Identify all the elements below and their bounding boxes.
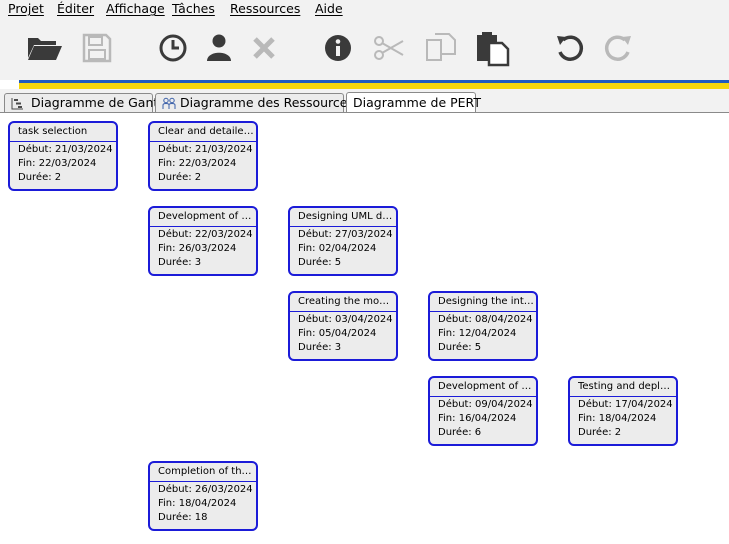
- pert-node[interactable]: Clear and detailed ... Début: 21/03/2024…: [148, 121, 258, 191]
- node-duration: Durée: 2: [158, 172, 202, 183]
- node-end: Fin: 02/04/2024: [298, 243, 377, 254]
- node-start: Début: 08/04/2024: [438, 314, 533, 325]
- node-title: Development of the...: [158, 211, 254, 222]
- menu-aide[interactable]: Aide: [315, 1, 343, 16]
- tab-divider: [0, 112, 729, 113]
- open-project-button[interactable]: [24, 28, 64, 68]
- pert-node[interactable]: Completion of the r... Début: 26/03/2024…: [148, 461, 258, 531]
- undo-button[interactable]: [550, 28, 590, 68]
- node-start: Début: 26/03/2024: [158, 484, 253, 495]
- clock-icon: [159, 34, 187, 62]
- node-title: task selection: [18, 126, 88, 137]
- brand-stripe-yellow: [19, 83, 729, 89]
- node-duration: Durée: 18: [158, 512, 208, 523]
- menu-editer[interactable]: Éditer: [57, 1, 95, 16]
- node-divider: [570, 396, 676, 397]
- node-start: Début: 22/03/2024: [158, 229, 253, 240]
- copy-button[interactable]: [421, 28, 461, 68]
- resources-icon: [162, 97, 176, 109]
- node-end: Fin: 18/04/2024: [158, 498, 237, 509]
- pert-node[interactable]: Testing and deploy... Début: 17/04/2024 …: [568, 376, 678, 446]
- menu-taches[interactable]: Tâches: [172, 1, 215, 16]
- node-start: Début: 03/04/2024: [298, 314, 393, 325]
- node-duration: Durée: 2: [18, 172, 62, 183]
- undo-icon: [557, 35, 583, 61]
- node-duration: Durée: 5: [298, 257, 342, 268]
- tab-pert[interactable]: Diagramme de PERT: [346, 92, 481, 113]
- tab-gantt[interactable]: Diagramme de Gantt: [4, 93, 163, 112]
- menu-affichage[interactable]: Affichage: [106, 1, 165, 16]
- gantt-icon: [11, 98, 23, 110]
- node-start: Début: 17/04/2024: [578, 399, 673, 410]
- new-task-button[interactable]: [153, 28, 193, 68]
- tab-resources[interactable]: Diagramme des Ressources: [155, 93, 354, 112]
- open-folder-icon: [28, 38, 62, 60]
- menu-ressources[interactable]: Ressources: [230, 1, 301, 16]
- tab-gantt-label: Diagramme de Gantt: [31, 95, 164, 110]
- node-title: Clear and detailed ...: [158, 126, 254, 137]
- redo-button[interactable]: [598, 28, 638, 68]
- delete-icon: [253, 37, 275, 59]
- pert-node[interactable]: task selection Début: 21/03/2024 Fin: 22…: [8, 121, 118, 191]
- node-end: Fin: 16/04/2024: [438, 413, 517, 424]
- node-end: Fin: 22/03/2024: [158, 158, 237, 169]
- new-resource-button[interactable]: [199, 28, 239, 68]
- node-end: Fin: 05/04/2024: [298, 328, 377, 339]
- node-title: Development of the...: [438, 381, 534, 392]
- user-icon: [207, 34, 231, 61]
- node-divider: [150, 226, 256, 227]
- toolbar: [0, 18, 729, 80]
- delete-button[interactable]: [244, 28, 284, 68]
- node-start: Début: 21/03/2024: [158, 144, 253, 155]
- menu-projet[interactable]: Projet: [8, 1, 44, 16]
- pert-node[interactable]: Creating the mocku... Début: 03/04/2024 …: [288, 291, 398, 361]
- node-divider: [150, 141, 256, 142]
- node-title: Designing the inter...: [438, 296, 534, 307]
- node-divider: [150, 481, 256, 482]
- redo-icon: [605, 35, 631, 61]
- node-end: Fin: 18/04/2024: [578, 413, 657, 424]
- node-duration: Durée: 5: [438, 342, 482, 353]
- tab-resources-label: Diagramme des Ressources: [180, 95, 354, 110]
- node-start: Début: 21/03/2024: [18, 144, 113, 155]
- copy-icon: [426, 33, 456, 61]
- node-start: Début: 27/03/2024: [298, 229, 393, 240]
- menu-bar: Projet Éditer Affichage Tâches Ressource…: [0, 0, 729, 18]
- node-title: Creating the mocku...: [298, 296, 394, 307]
- brand-stripe-blue: [19, 80, 729, 83]
- node-title: Completion of the r...: [158, 466, 254, 477]
- node-divider: [290, 311, 396, 312]
- pert-node[interactable]: Designing the inter... Début: 08/04/2024…: [428, 291, 538, 361]
- properties-button[interactable]: [318, 28, 358, 68]
- save-button[interactable]: [77, 28, 117, 68]
- node-end: Fin: 26/03/2024: [158, 243, 237, 254]
- node-title: Testing and deploy...: [578, 381, 674, 392]
- node-duration: Durée: 2: [578, 427, 622, 438]
- node-divider: [290, 226, 396, 227]
- node-title: Designing UML dia...: [298, 211, 394, 222]
- pert-node[interactable]: Development of the... Début: 09/04/2024 …: [428, 376, 538, 446]
- tab-bar: Diagramme de Gantt Diagramme des Ressour…: [0, 89, 729, 113]
- node-duration: Durée: 3: [298, 342, 342, 353]
- node-start: Début: 09/04/2024: [438, 399, 533, 410]
- paste-icon: [477, 32, 510, 67]
- node-end: Fin: 12/04/2024: [438, 328, 517, 339]
- tab-pert-label: Diagramme de PERT: [353, 95, 481, 110]
- pert-node[interactable]: Designing UML dia... Début: 27/03/2024 F…: [288, 206, 398, 276]
- pert-node[interactable]: Development of the... Début: 22/03/2024 …: [148, 206, 258, 276]
- pert-chart-canvas[interactable]: task selection Début: 21/03/2024 Fin: 22…: [0, 113, 729, 544]
- node-divider: [10, 141, 116, 142]
- cut-button[interactable]: [369, 28, 409, 68]
- node-divider: [430, 396, 536, 397]
- node-end: Fin: 22/03/2024: [18, 158, 97, 169]
- node-duration: Durée: 6: [438, 427, 482, 438]
- node-divider: [430, 311, 536, 312]
- save-icon: [82, 33, 112, 63]
- cut-icon: [374, 36, 404, 60]
- node-duration: Durée: 3: [158, 257, 202, 268]
- info-icon: [325, 35, 351, 61]
- paste-button[interactable]: [472, 28, 512, 68]
